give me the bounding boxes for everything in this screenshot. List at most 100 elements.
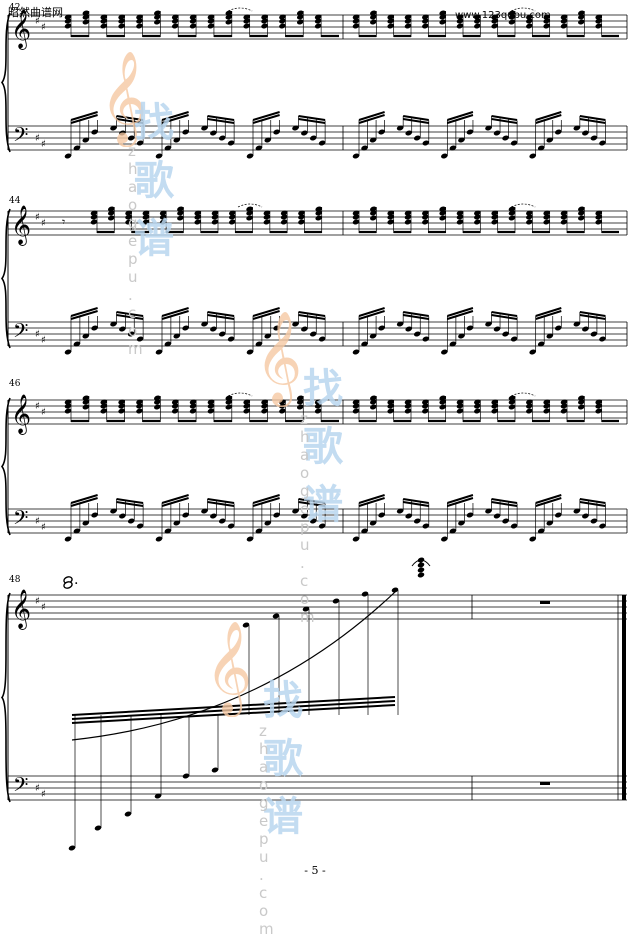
bass-note (369, 333, 377, 339)
chord-note (263, 219, 271, 225)
bass-note (378, 129, 385, 135)
key-signature-sharp: ♯ (41, 22, 46, 33)
bass-note (466, 325, 474, 331)
chord-note (404, 14, 412, 20)
chord-note (404, 23, 412, 29)
beam (403, 314, 429, 320)
beam (403, 311, 429, 317)
final-chord-note (417, 572, 425, 578)
chord-note (225, 395, 233, 401)
chord-note (125, 210, 132, 216)
chord-note (456, 408, 464, 414)
beam (358, 310, 385, 320)
chord-note (526, 399, 533, 405)
chord-note (352, 14, 360, 20)
chord-note (543, 23, 550, 29)
key-signature-sharp: ♯ (35, 16, 40, 27)
chord-note (439, 399, 446, 405)
chord-note (243, 403, 250, 409)
chord-note (526, 18, 533, 24)
bass-note (590, 518, 598, 524)
chord-note (82, 10, 90, 16)
bass-note (510, 336, 518, 342)
chord-note (64, 403, 72, 409)
chord-note (352, 18, 360, 24)
chord-note (595, 210, 602, 216)
beam (535, 307, 562, 317)
chord-note (100, 23, 108, 29)
chord-note (387, 214, 394, 220)
beam (161, 114, 189, 124)
chord-note (474, 399, 481, 405)
bass-note (110, 508, 117, 514)
chord-note (207, 14, 215, 20)
chord-note (82, 14, 90, 20)
chord-note (107, 206, 115, 212)
chord-note (82, 395, 90, 401)
key-signature-sharp: ♯ (41, 602, 46, 613)
bass-note (529, 536, 536, 542)
chord-note (261, 399, 268, 405)
chord-note (136, 403, 143, 409)
measure-number-48: 48 (9, 575, 21, 585)
beam (116, 311, 144, 317)
chord-note (474, 210, 481, 216)
chord-note (154, 19, 161, 25)
chord-note (64, 23, 72, 29)
chord-note (298, 219, 305, 225)
chord-note (296, 399, 304, 405)
chord-note (177, 215, 184, 221)
beam (579, 314, 606, 320)
chord-note (491, 219, 498, 225)
bass-note (255, 341, 263, 347)
chord-note (474, 219, 481, 225)
chord-note (422, 214, 429, 220)
chord-note (279, 23, 286, 29)
bass-note (318, 336, 326, 342)
bass-note (502, 331, 509, 337)
bass-note (273, 512, 280, 518)
chord-note (243, 399, 250, 405)
key-signature-sharp: ♯ (35, 133, 40, 144)
chord-note (189, 14, 197, 20)
chord-note (296, 10, 304, 16)
chord-note (422, 219, 429, 225)
tie-slur (511, 203, 536, 208)
bass-note (264, 333, 272, 339)
chord-note (263, 214, 271, 220)
bass-note (449, 528, 457, 534)
chord-note (526, 408, 533, 414)
tie-slur (511, 392, 536, 397)
chord-note (491, 214, 498, 220)
chord-note (387, 408, 394, 414)
beam (161, 494, 189, 504)
bass-note (582, 513, 589, 519)
chord-note (352, 403, 360, 409)
bass-note (210, 130, 217, 136)
key-signature-sharp: ♯ (41, 789, 46, 800)
beam (252, 307, 280, 317)
bass-note (246, 536, 254, 542)
chord-note (508, 395, 516, 401)
chord-note (64, 399, 72, 405)
bass-note (396, 125, 404, 131)
chord-note (82, 399, 90, 405)
chord-note (279, 399, 286, 405)
chord-note (159, 214, 167, 220)
chord-note (280, 210, 288, 216)
chord-note (194, 214, 202, 220)
beam (71, 696, 396, 716)
bass-note (210, 513, 217, 519)
chord-note (456, 23, 464, 29)
bass-note (502, 518, 509, 524)
bass-note (590, 135, 598, 141)
chord-note (370, 215, 377, 221)
bass-note (458, 520, 465, 526)
chord-note (298, 214, 305, 220)
site-header-right: www.123qupu.com (455, 10, 551, 21)
bass-note (318, 140, 326, 146)
bass-note (396, 508, 404, 514)
beam (298, 311, 326, 317)
chord-note (560, 399, 568, 405)
arpeggio-note (94, 825, 102, 831)
